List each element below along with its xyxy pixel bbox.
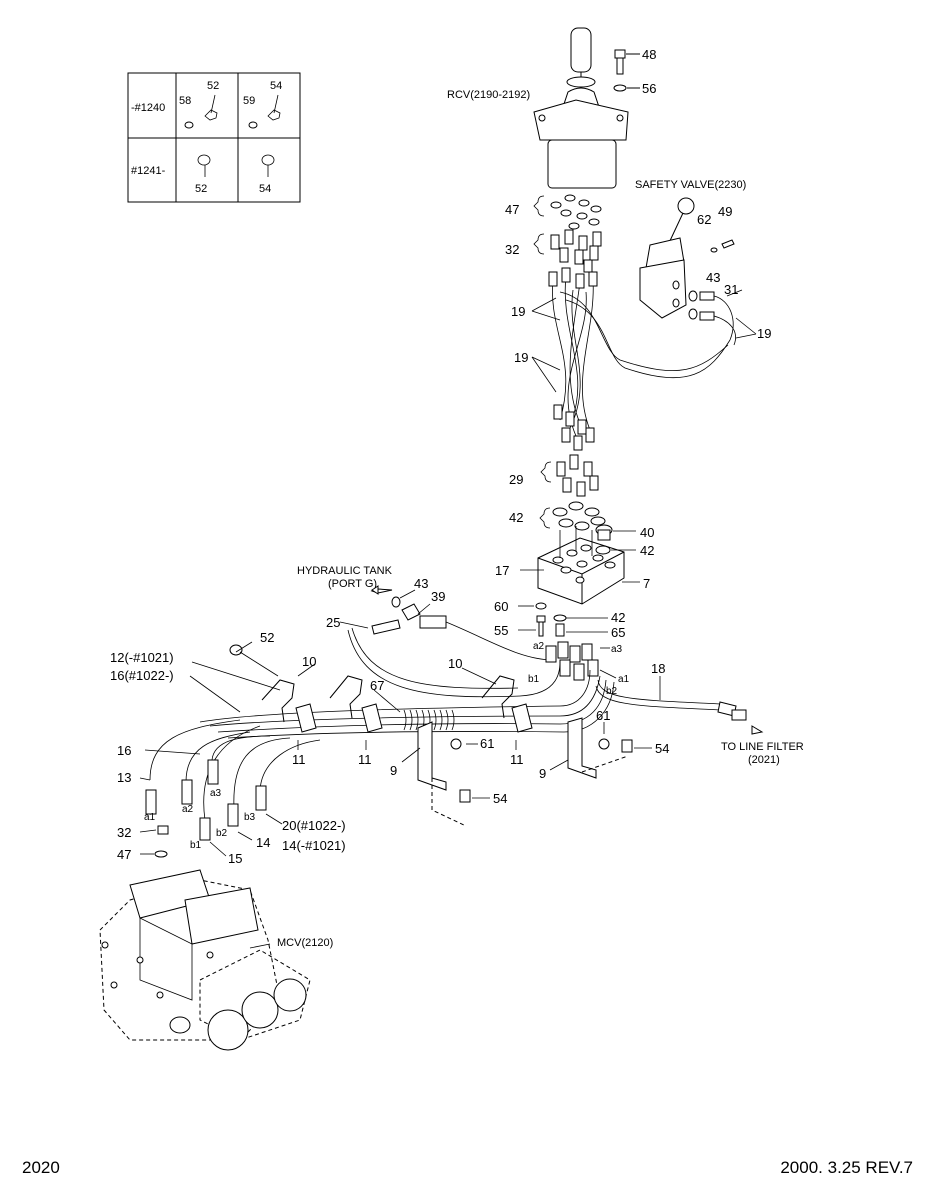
table-cell: 54 (270, 80, 282, 92)
callout-label: 42 (611, 610, 625, 625)
callout-label: 25 (326, 615, 340, 630)
callout-label: 7 (643, 576, 650, 591)
fittings-29 (540, 454, 599, 497)
rcv-joystick: RCV(2190-2192) (447, 27, 629, 189)
table-cell: 54 (259, 183, 271, 195)
tank-caption-2: (PORT G) (328, 578, 377, 590)
line-filter-hose: TO LINE FILTER (2021) (595, 676, 804, 766)
lower-port-labels: a1 a2 a3 b1 b2 b3 (144, 788, 256, 851)
callout-label: 9 (539, 766, 546, 781)
callout-label: 42 (640, 543, 654, 558)
table-cell: 52 (195, 183, 207, 195)
callout-label: 32 (505, 242, 519, 257)
callout-label: 14(-#1021) (282, 838, 346, 853)
table-cell: 59 (243, 95, 255, 107)
callout-label: 56 (642, 81, 656, 96)
callout-labels: 48 56 47 32 62 49 43 31 19 19 19 29 42 4… (110, 47, 771, 866)
callout-label: 16(#1022-) (110, 668, 174, 683)
port-label: a3 (611, 644, 623, 655)
leader-lines (139, 641, 652, 857)
callout-label: 47 (505, 202, 519, 217)
terminal-block (520, 524, 640, 605)
callout-label: 29 (509, 472, 523, 487)
callout-label: 49 (718, 204, 732, 219)
callout-label: 67 (370, 678, 384, 693)
callout-label: 52 (260, 630, 274, 645)
orings-42 (539, 501, 606, 531)
safety-valve: SAFETY VALVE(2230) (635, 179, 757, 346)
callout-label: 60 (494, 599, 508, 614)
spiral-guard (403, 709, 455, 731)
callout-label: 43 (414, 576, 428, 591)
callout-label: 11 (510, 752, 524, 767)
callout-label: 10 (302, 654, 316, 669)
callout-label: 65 (611, 625, 625, 640)
variant-table: -#1240 #1241- 58 52 59 54 52 54 (127, 72, 301, 203)
callout-label: 32 (117, 825, 131, 840)
callout-label: 54 (655, 741, 669, 756)
callout-label: 31 (724, 282, 738, 297)
bolt-48 (613, 49, 640, 92)
line-filter-caption-2: (2021) (748, 754, 780, 766)
harness-bundle (145, 644, 633, 858)
table-cell: 52 (207, 80, 219, 92)
callout-label: 48 (642, 47, 656, 62)
callout-label: 40 (640, 525, 654, 540)
callout-label: 14 (256, 835, 270, 850)
mcv-valve: MCV(2120) (99, 869, 333, 1051)
callout-label: 19 (511, 304, 525, 319)
table-row-label: -#1240 (131, 102, 165, 114)
callout-label: 19 (757, 326, 771, 341)
callout-label: 16 (117, 743, 131, 758)
table-cell: 58 (179, 95, 191, 107)
callout-label: 15 (228, 851, 242, 866)
callout-label: 54 (493, 791, 507, 806)
callout-label: 10 (448, 656, 462, 671)
port-label: b1 (190, 840, 202, 851)
port-label: a2 (182, 804, 194, 815)
mcv-caption: MCV(2120) (277, 937, 333, 949)
port-connectors: a2 a3 a1 b1 b2 (528, 641, 630, 697)
callout-label: 19 (514, 350, 528, 365)
orings-47 (533, 194, 602, 230)
page-number: 2020 (22, 1158, 60, 1177)
callout-label: 47 (117, 847, 131, 862)
callout-label: 20(#1022-) (282, 818, 346, 833)
port-label: a1 (618, 674, 630, 685)
hoses-19 (531, 267, 731, 451)
revision-date: 2000. 3.25 REV.7 (780, 1158, 913, 1177)
port-label: a1 (144, 812, 156, 823)
fittings-32 (533, 229, 602, 273)
callout-label: 55 (494, 623, 508, 638)
port-label: b2 (216, 828, 228, 839)
callout-label: 43 (706, 270, 720, 285)
callout-label: 61 (480, 736, 494, 751)
bottom-fasteners (518, 602, 608, 637)
callout-label: 42 (509, 510, 523, 525)
table-row-label: #1241- (131, 165, 166, 177)
port-label: a3 (210, 788, 222, 799)
port-label: b2 (606, 686, 618, 697)
tank-line: HYDRAULIC TANK (PORT G) (297, 565, 561, 698)
port-label: a2 (533, 641, 545, 652)
port-label: b1 (528, 674, 540, 685)
callout-label: 18 (651, 661, 665, 676)
callout-label: 61 (596, 708, 610, 723)
tank-caption-1: HYDRAULIC TANK (297, 565, 393, 577)
callout-label: 62 (697, 212, 711, 227)
safety-valve-caption: SAFETY VALVE(2230) (635, 179, 746, 191)
callout-label: 17 (495, 563, 509, 578)
rcv-caption: RCV(2190-2192) (447, 89, 530, 101)
callout-label: 12(-#1021) (110, 650, 174, 665)
callout-label: 9 (390, 763, 397, 778)
callout-label: 11 (292, 752, 306, 767)
callout-label: 11 (358, 752, 372, 767)
callout-label: 39 (431, 589, 445, 604)
callout-label: 13 (117, 770, 131, 785)
port-label: b3 (244, 812, 256, 823)
line-filter-caption-1: TO LINE FILTER (721, 741, 804, 753)
